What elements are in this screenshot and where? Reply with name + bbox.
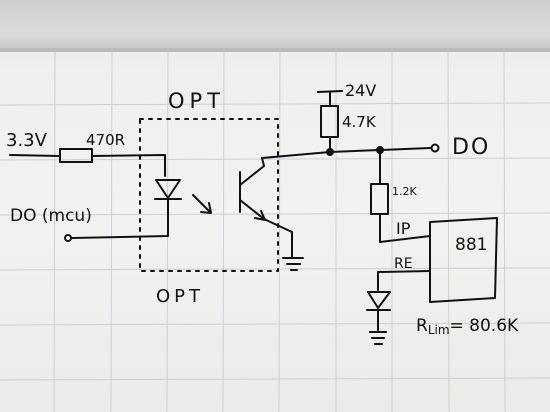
- ground-opto: [282, 257, 304, 271]
- light-arrow: [192, 194, 211, 213]
- label-opt-bottom: OPT: [156, 286, 204, 307]
- wire-3v3: [9, 154, 61, 157]
- wire-re: [377, 270, 431, 291]
- label-r-lim-value: = 80.6K: [450, 316, 519, 336]
- wire-led-cathode: [71, 198, 169, 239]
- wire-1k2-ip: [379, 213, 431, 243]
- whiteboard-frame: [0, 0, 550, 48]
- light-arrow-head: [200, 202, 212, 214]
- label-r-lim-sub: Lim: [428, 323, 450, 337]
- phototransistor-emitter: [239, 199, 293, 258]
- chip-881: [429, 217, 498, 303]
- resistor-4k7: [320, 105, 339, 138]
- label-r-lim-letter: R: [416, 316, 428, 336]
- label-do-out: DO: [452, 135, 490, 160]
- optocoupler-box: [139, 118, 279, 272]
- wire-to-led-anode: [91, 154, 166, 177]
- terminal-do-mcu: [64, 234, 72, 242]
- label-24v: 24V: [345, 81, 376, 100]
- label-881: 881: [455, 235, 487, 255]
- status-led: [367, 291, 391, 309]
- label-4k7: 4.7K: [342, 113, 377, 131]
- label-r-lim: RLim= 80.6K: [416, 316, 519, 337]
- emitter-arrow: [254, 210, 266, 221]
- label-1k2: 1.2K: [392, 185, 417, 198]
- label-re: RE: [394, 256, 413, 272]
- label-3v3: 3.3V: [6, 130, 48, 151]
- opto-led: [155, 179, 181, 199]
- label-opt-top: OPT: [168, 89, 225, 113]
- phototransistor-collector: [239, 151, 331, 186]
- terminal-do-out: [430, 143, 440, 153]
- label-470r: 470R: [86, 131, 125, 149]
- label-ip: IP: [396, 219, 411, 238]
- whiteboard-edge: [0, 48, 550, 52]
- board-grid: [0, 51, 550, 412]
- label-do-mcu: DO (mcu): [10, 206, 92, 226]
- resistor-1k2: [370, 183, 389, 215]
- ground-led: [369, 331, 387, 345]
